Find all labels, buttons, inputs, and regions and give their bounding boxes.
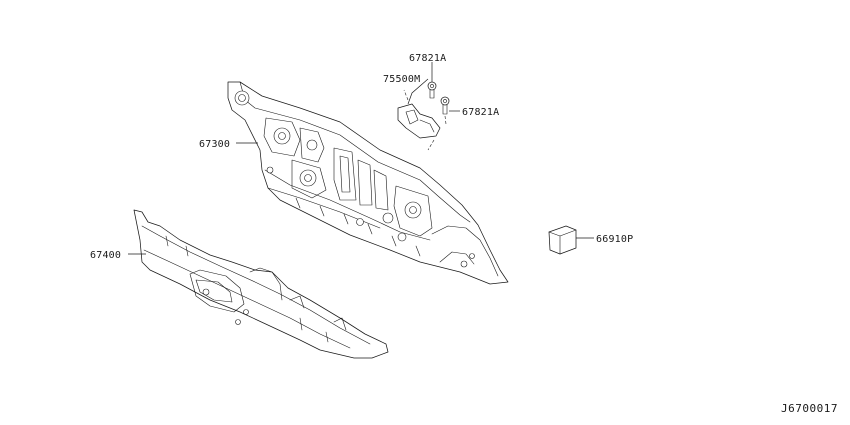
label-cowl-top: 67400: [90, 250, 121, 261]
drawing-id-label: J6700017: [781, 402, 838, 415]
leader-75500m: [407, 78, 429, 105]
label-clip-lower: 67821A: [462, 107, 499, 118]
dash-panel-part: [227, 81, 509, 285]
label-dash-panel: 67300: [199, 139, 230, 150]
insulator-part: [548, 225, 577, 255]
label-bracket: 75500M: [383, 74, 420, 85]
label-insulator: 66910P: [596, 234, 633, 245]
label-clip-upper: 67821A: [409, 53, 446, 64]
clip-lower-part: [440, 96, 450, 125]
cowl-top-part: [133, 209, 389, 359]
leader-lines: [128, 62, 594, 255]
clip-upper-part: [427, 81, 437, 99]
bracket-part: [397, 89, 441, 151]
